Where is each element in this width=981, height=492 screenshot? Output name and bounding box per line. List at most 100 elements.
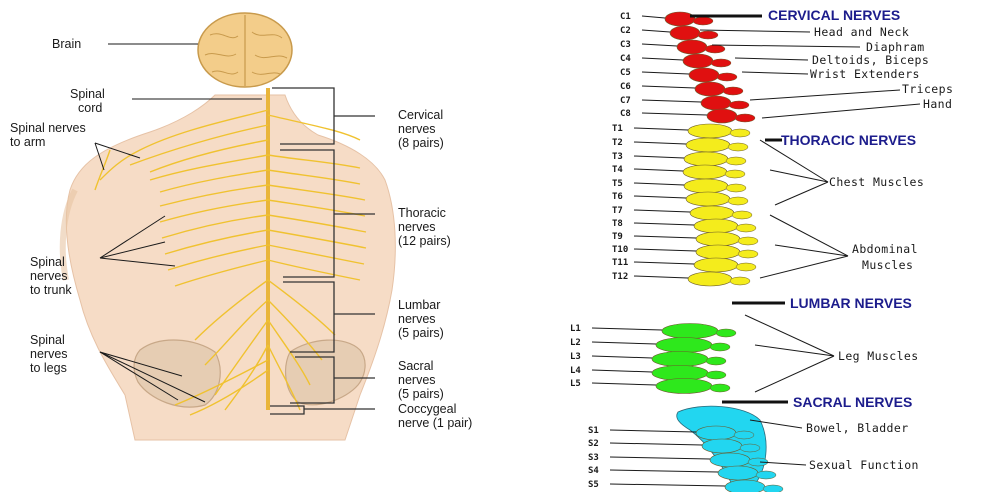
vertebra-l4 (652, 366, 708, 381)
vertebra-label-s3: S3 (588, 453, 599, 463)
vertebra-t6 (686, 192, 730, 206)
vertebra-t3 (684, 152, 728, 166)
vertebra-label-s5: S5 (588, 480, 599, 490)
vertebra-l5 (656, 379, 712, 394)
vertebra-t1 (688, 124, 732, 138)
spinal-nerves-legs-label: Spinal nerves to legs (30, 333, 71, 375)
vertebra-process-t10 (738, 250, 758, 258)
vertebra-process-t7 (732, 211, 752, 219)
vertebra-leader-s3 (610, 457, 710, 459)
vertebra-c1 (665, 12, 695, 26)
vertebra-process-l2 (710, 343, 730, 351)
vertebra-process-c7 (729, 101, 749, 109)
vertebra-labels: C1C2C3C4C5C6C7C8T1T2T3T4T5T6T7T8T9T10T11… (570, 12, 631, 490)
vertebra-process-t6 (728, 197, 748, 205)
sexual-function-label: Sexual Function (809, 458, 919, 472)
abdominal-muscles-label: Abdominal Muscles (852, 242, 925, 272)
vertebra-process-t5 (726, 184, 746, 192)
vertebra-process-t8 (736, 224, 756, 232)
vertebra-leader-c8 (642, 113, 707, 115)
vertebra-s2 (702, 439, 742, 453)
left-anatomy-panel: Brain Spinal cord Spinal nerves to arm S… (10, 13, 472, 440)
sacral-nerves-label: Sacral nerves (5 pairs) (398, 359, 444, 401)
vertebra-label-l2: L2 (570, 338, 581, 348)
vertebra-label-c4: C4 (620, 54, 631, 64)
brain (198, 13, 292, 87)
vertebra-label-l3: L3 (570, 352, 581, 362)
vertebra-leader-t12 (634, 276, 688, 278)
lumbar-nerves-header: LUMBAR NERVES (790, 295, 912, 311)
vertebra-c8 (707, 109, 737, 123)
spinal-nerves-arm-label: Spinal nerves to arm (10, 121, 89, 149)
vertebra-label-t9: T9 (612, 232, 623, 242)
vertebra-label-t4: T4 (612, 165, 623, 175)
vertebra-leader-c5 (642, 72, 689, 74)
vertebra-process-t1 (730, 129, 750, 137)
vertebra-label-s4: S4 (588, 466, 599, 476)
vertebra-c6 (695, 82, 725, 96)
head-neck-label: Head and Neck (814, 25, 909, 39)
vertebra-l3 (652, 352, 708, 367)
vertebra-label-l1: L1 (570, 324, 581, 334)
vertebra-leader-c3 (642, 44, 677, 46)
hand-label: Hand (923, 97, 952, 111)
vertebra-leader-l3 (592, 356, 652, 358)
spine-vertebrae (652, 12, 783, 492)
vertebra-t5 (684, 179, 728, 193)
vertebra-process-c1 (693, 17, 713, 25)
vertebra-leader-s5 (610, 484, 725, 486)
vertebra-leader-t6 (634, 196, 686, 198)
vertebra-process-s2 (740, 444, 760, 452)
vertebra-process-c2 (698, 31, 718, 39)
vertebra-leader-t3 (634, 156, 684, 158)
vertebra-s3 (710, 453, 750, 467)
vertebra-label-t5: T5 (612, 179, 623, 189)
vertebra-leader-l1 (592, 328, 662, 330)
vertebra-process-t4 (725, 170, 745, 178)
vertebra-label-t3: T3 (612, 152, 623, 162)
spinal-nerves-trunk-label: Spinal nerves to trunk (30, 255, 72, 297)
vertebra-leader-s2 (610, 443, 702, 445)
vertebra-label-t8: T8 (612, 219, 623, 229)
vertebra-process-l1 (716, 329, 736, 337)
brain-label: Brain (52, 37, 81, 51)
vertebra-leader-t7 (634, 210, 690, 212)
vertebra-label-s1: S1 (588, 426, 599, 436)
vertebra-leader-t1 (634, 128, 688, 130)
coccygeal-nerve-label: Coccygeal nerve (1 pair) (398, 402, 472, 430)
vertebra-t11 (694, 258, 738, 272)
vertebra-t7 (690, 206, 734, 220)
vertebra-label-l5: L5 (570, 379, 581, 389)
vertebra-process-t9 (738, 237, 758, 245)
vertebra-leader-c7 (642, 100, 701, 102)
vertebra-leader-t4 (634, 169, 683, 171)
vertebra-leader-c2 (642, 30, 670, 32)
vertebra-leader-c4 (642, 58, 683, 60)
vertebra-c5 (689, 68, 719, 82)
vertebra-t2 (686, 138, 730, 152)
vertebra-label-t6: T6 (612, 192, 623, 202)
cervical-nerves-header: CERVICAL NERVES (768, 7, 900, 23)
vertebra-process-s1 (734, 431, 754, 439)
vertebra-leader-l5 (592, 383, 656, 385)
vertebra-label-t1: T1 (612, 124, 623, 134)
vertebra-l1 (662, 324, 718, 339)
vertebra-leader-c1 (642, 16, 665, 18)
vertebra-process-s5 (763, 485, 783, 492)
vertebra-process-t3 (726, 157, 746, 165)
vertebra-process-s4 (756, 471, 776, 479)
vertebra-leader-t10 (634, 249, 696, 251)
spinal-cord-label: Spinal cord (70, 87, 108, 115)
vertebra-process-c5 (717, 73, 737, 81)
bowel-bladder-label: Bowel, Bladder (806, 421, 909, 435)
vertebra-label-c2: C2 (620, 26, 631, 36)
vertebra-label-c8: C8 (620, 109, 631, 119)
leg-muscles-label: Leg Muscles (838, 349, 919, 363)
vertebra-leader-l4 (592, 370, 652, 372)
vertebra-label-s2: S2 (588, 439, 599, 449)
vertebra-t4 (683, 165, 727, 179)
vertebra-t10 (696, 245, 740, 259)
vertebra-leader-t11 (634, 262, 694, 264)
